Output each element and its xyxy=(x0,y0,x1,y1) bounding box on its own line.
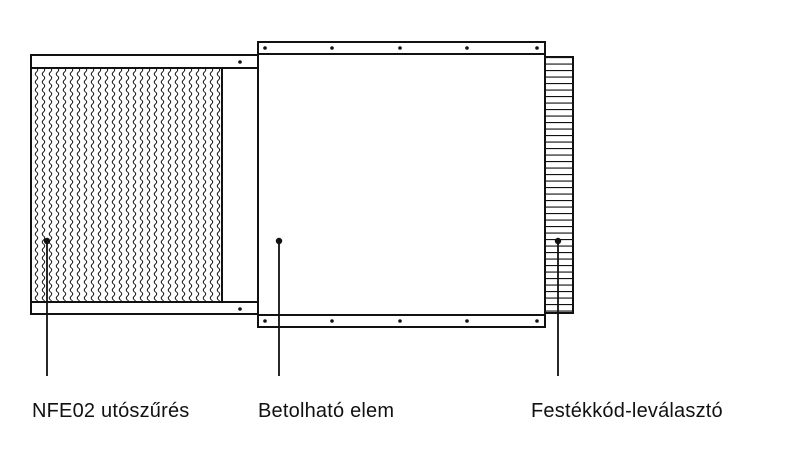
insert-unit xyxy=(257,41,546,328)
filter-unit xyxy=(30,54,259,315)
separator-unit xyxy=(544,56,574,314)
label-insert: Betolható elem xyxy=(258,400,395,422)
label-filter: NFE02 utószűrés xyxy=(32,400,190,422)
leader-lines xyxy=(43,237,562,376)
label-separator: Festékkód-leválasztó xyxy=(531,400,723,422)
wavy-filter-media xyxy=(33,68,222,302)
